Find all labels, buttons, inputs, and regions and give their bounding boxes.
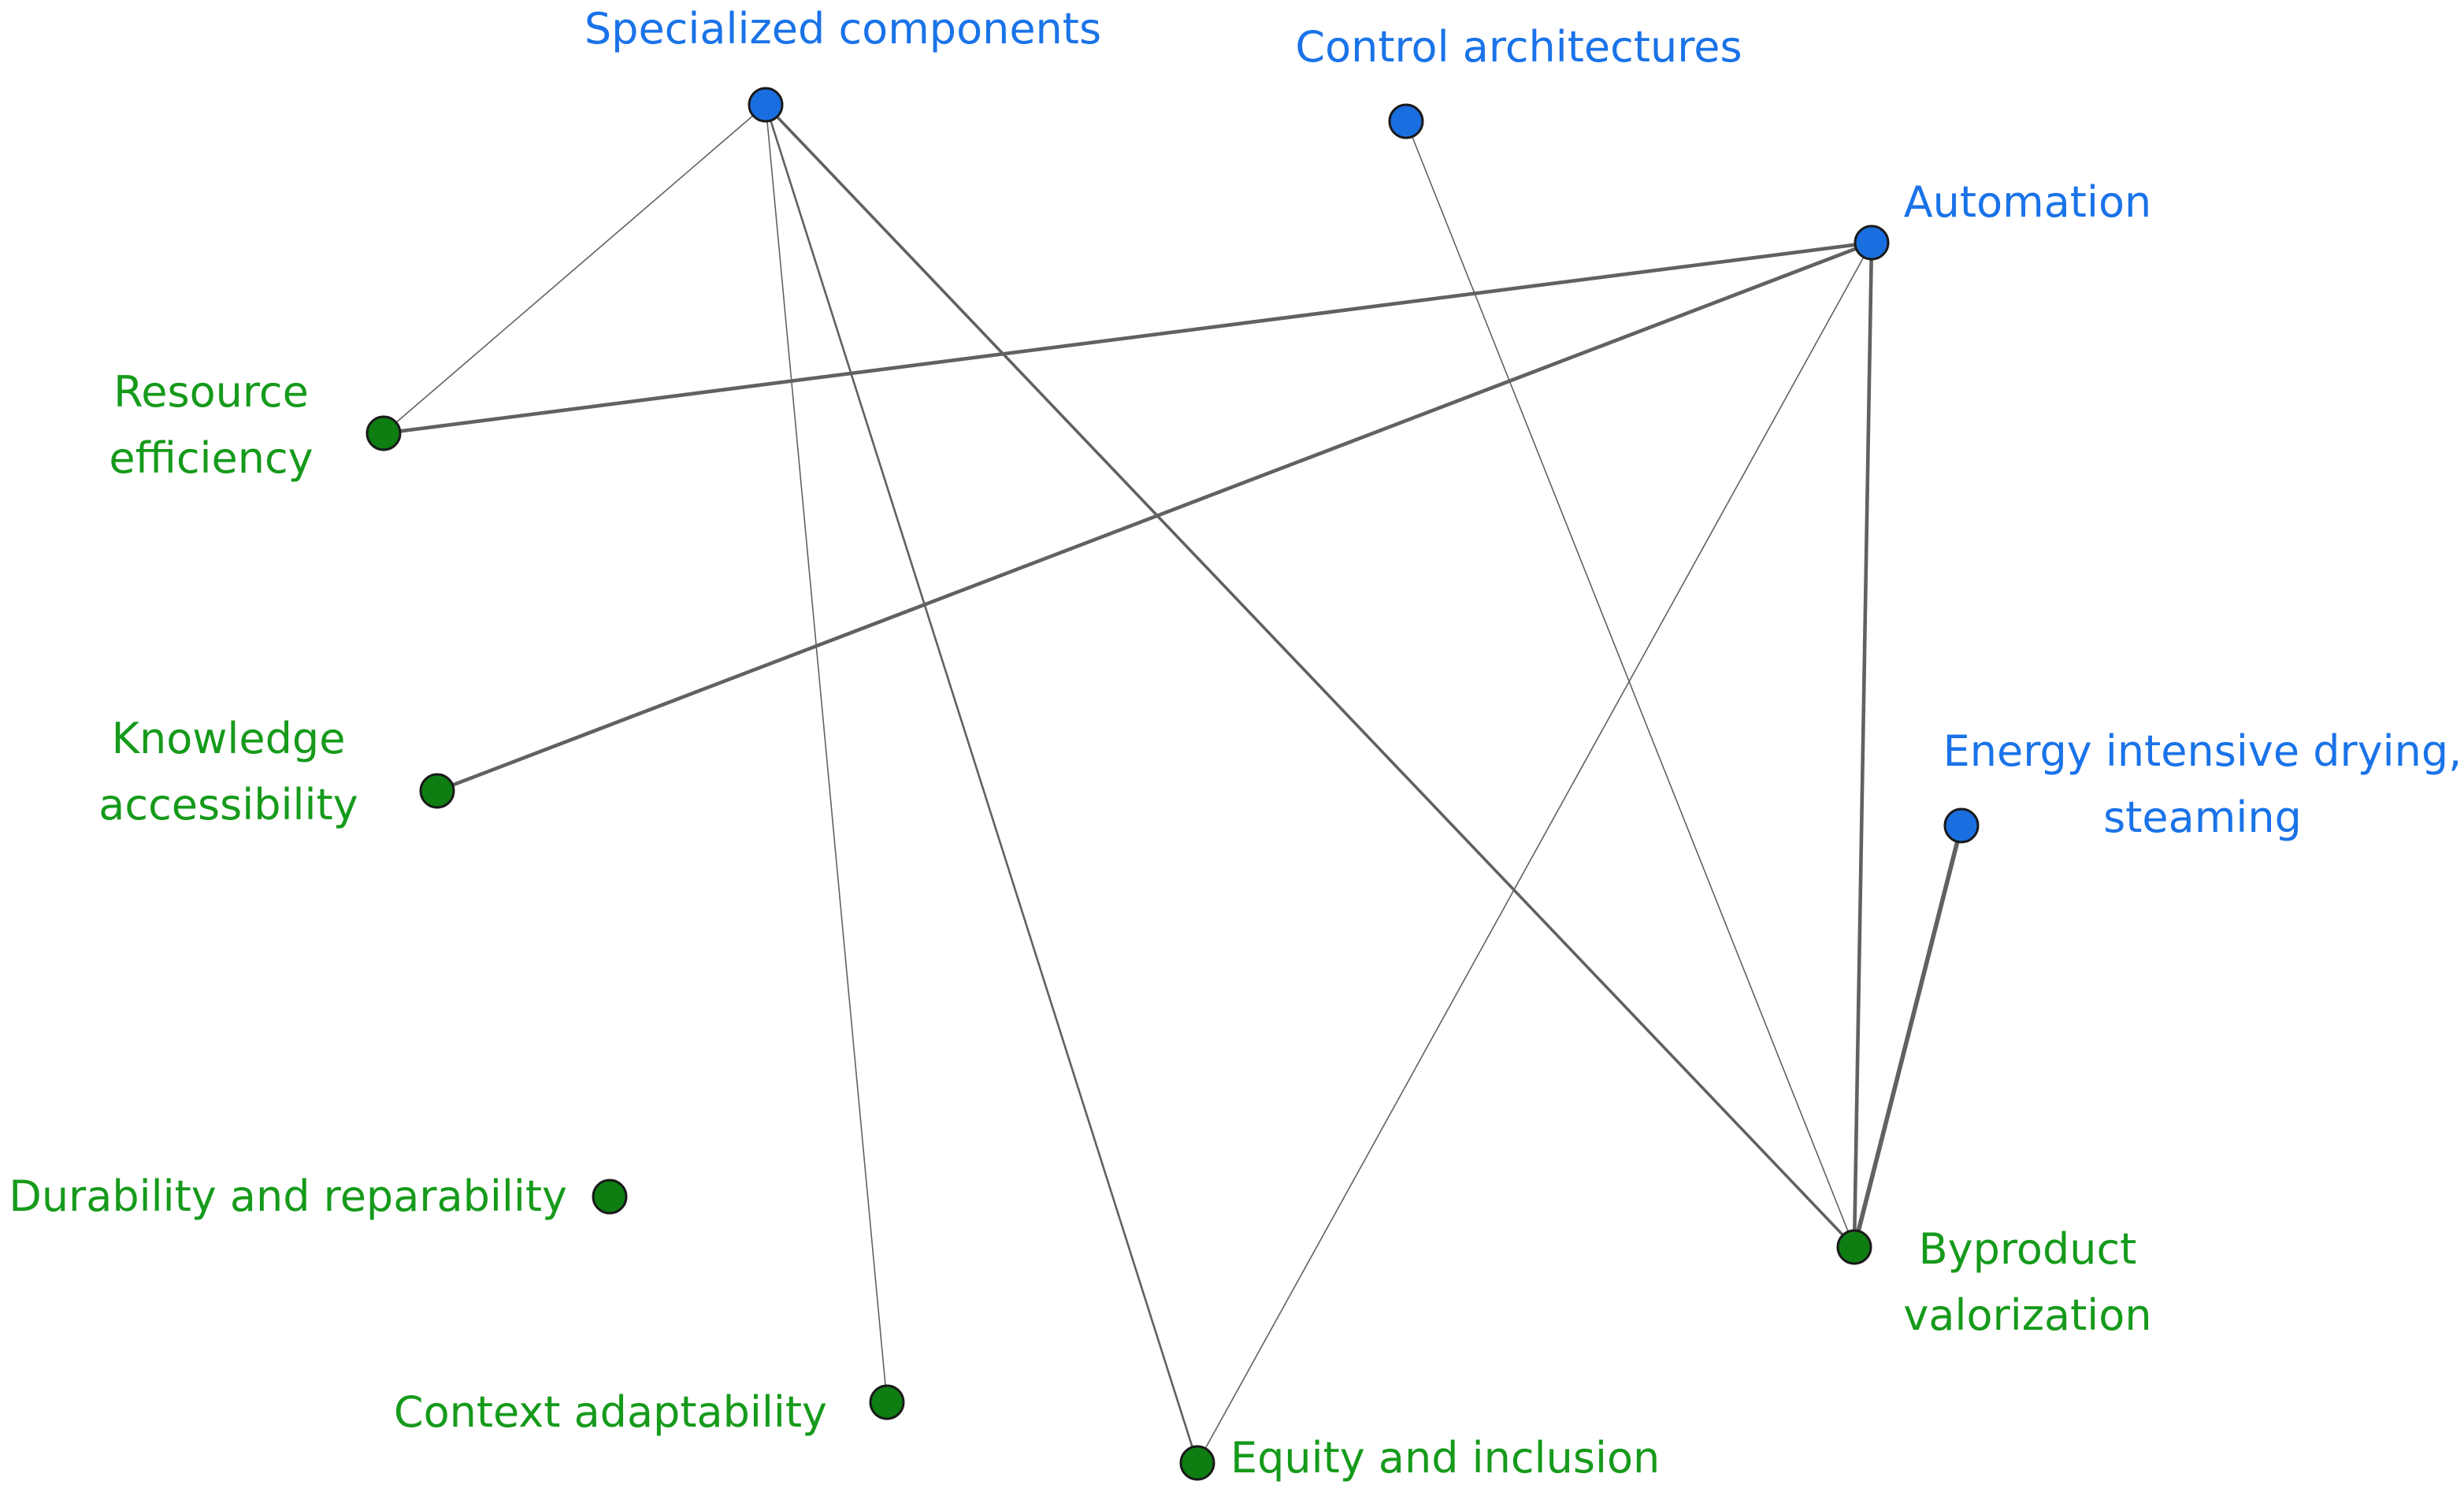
node-marker-control-architectures[interactable] <box>1388 103 1424 139</box>
node-label-line: Context adaptability <box>394 1387 827 1437</box>
edge-specialized-components-to-byproduct-valorization <box>764 103 1856 1249</box>
node-equity-inclusion[interactable] <box>1179 1445 1215 1481</box>
node-energy-intensive[interactable] <box>1943 807 1980 844</box>
node-marker-automation[interactable] <box>1854 225 1890 261</box>
node-durability-reparability[interactable] <box>592 1179 628 1215</box>
node-label-line: Automation <box>1904 177 2152 227</box>
node-label-energy-intensive: Energy intensive drying, steaming <box>1943 726 2462 842</box>
node-knowledge-accessibility[interactable] <box>419 773 455 809</box>
edge-control-architectures-to-byproduct-valorization <box>1405 121 1855 1248</box>
nodes-layer <box>366 87 1980 1481</box>
node-label-durability-reparability: Durability and reparability <box>9 1171 567 1221</box>
node-label-byproduct-valorization: Byproduct valorization <box>1903 1224 2151 1340</box>
edge-automation-to-byproduct-valorization <box>1852 240 1874 1249</box>
labels-layer: Specialized components Control architectu… <box>9 4 2462 1483</box>
node-marker-resource-efficiency[interactable] <box>366 415 402 451</box>
node-label-line: steaming <box>2103 793 2302 842</box>
node-label-line: Knowledge <box>112 714 346 763</box>
edge-specialized-components-to-context-adaptability <box>765 104 888 1403</box>
node-label-line: Durability and reparability <box>9 1171 567 1221</box>
node-marker-knowledge-accessibility[interactable] <box>419 773 455 809</box>
node-context-adaptability[interactable] <box>869 1384 905 1420</box>
node-control-architectures[interactable] <box>1388 103 1424 139</box>
edge-automation-to-knowledge-accessibility <box>435 240 1874 793</box>
node-marker-energy-intensive[interactable] <box>1943 807 1980 844</box>
node-label-control-architectures: Control architectures <box>1295 22 1742 72</box>
edge-specialized-components-to-equity-inclusion <box>764 103 1199 1464</box>
node-label-equity-inclusion: Equity and inclusion <box>1230 1433 1660 1483</box>
node-label-line: Resource <box>113 367 309 417</box>
node-automation[interactable] <box>1854 225 1890 261</box>
node-label-line: accessibility <box>98 780 358 830</box>
node-label-resource-efficiency: Resource efficiency <box>109 367 313 483</box>
node-label-knowledge-accessibility: Knowledge accessibility <box>98 714 358 830</box>
node-marker-context-adaptability[interactable] <box>869 1384 905 1420</box>
edge-specialized-components-to-resource-efficiency <box>383 104 766 434</box>
edge-energy-intensive-to-byproduct-valorization <box>1852 823 1964 1249</box>
node-label-automation: Automation <box>1904 177 2152 227</box>
node-marker-specialized-components[interactable] <box>748 87 784 123</box>
node-label-line: Specialized components <box>584 4 1101 54</box>
edge-automation-to-equity-inclusion <box>1197 242 1872 1464</box>
node-marker-byproduct-valorization[interactable] <box>1836 1229 1872 1265</box>
node-resource-efficiency[interactable] <box>366 415 402 451</box>
node-label-line: valorization <box>1903 1290 2151 1340</box>
node-marker-equity-inclusion[interactable] <box>1179 1445 1215 1481</box>
node-label-context-adaptability: Context adaptability <box>394 1387 827 1437</box>
node-marker-durability-reparability[interactable] <box>592 1179 628 1215</box>
edges-layer <box>381 103 1964 1464</box>
node-label-line: efficiency <box>109 433 313 483</box>
node-specialized-components[interactable] <box>748 87 784 123</box>
node-label-line: Byproduct <box>1919 1224 2137 1274</box>
node-byproduct-valorization[interactable] <box>1836 1229 1872 1265</box>
edge-automation-to-resource-efficiency <box>381 240 1874 436</box>
node-label-line: Energy intensive drying, <box>1943 726 2462 776</box>
node-label-specialized-components: Specialized components <box>584 4 1101 54</box>
node-label-line: Equity and inclusion <box>1230 1433 1660 1483</box>
node-label-line: Control architectures <box>1295 22 1742 72</box>
